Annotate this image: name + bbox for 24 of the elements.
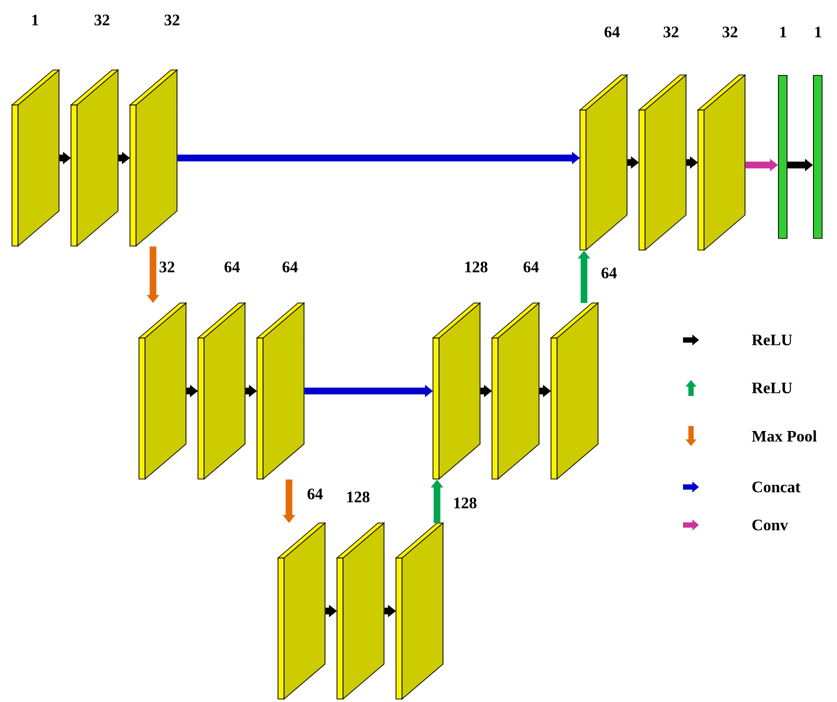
channel-count: 64 [604,26,620,38]
channel-count: 32 [94,14,110,26]
channel-count: 64 [282,262,298,272]
edge-label: 64 [600,266,618,280]
channel-count: 128 [465,262,488,272]
output-bar [778,75,788,239]
output-bar [813,75,822,239]
channel-count: 128 [347,492,370,502]
channel-count: 1 [780,26,786,38]
channel-count: 64 [524,262,539,272]
edge-label: 128 [452,496,478,510]
edge-label: 64 [306,487,324,501]
edge-label: 32 [158,260,176,274]
channel-count: 32 [722,26,738,38]
legend-label: Concat [752,482,800,492]
channel-count: 32 [164,14,180,26]
channel-count: 1 [815,26,822,38]
legend-label: ReLU [752,382,792,394]
legend-label: ReLU [752,334,792,346]
legend-label: Max Pool [752,430,817,442]
channel-count: 64 [224,262,240,272]
legend-label: Conv [752,520,788,530]
channel-count: 32 [664,26,678,38]
channel-count: 1 [32,14,38,26]
